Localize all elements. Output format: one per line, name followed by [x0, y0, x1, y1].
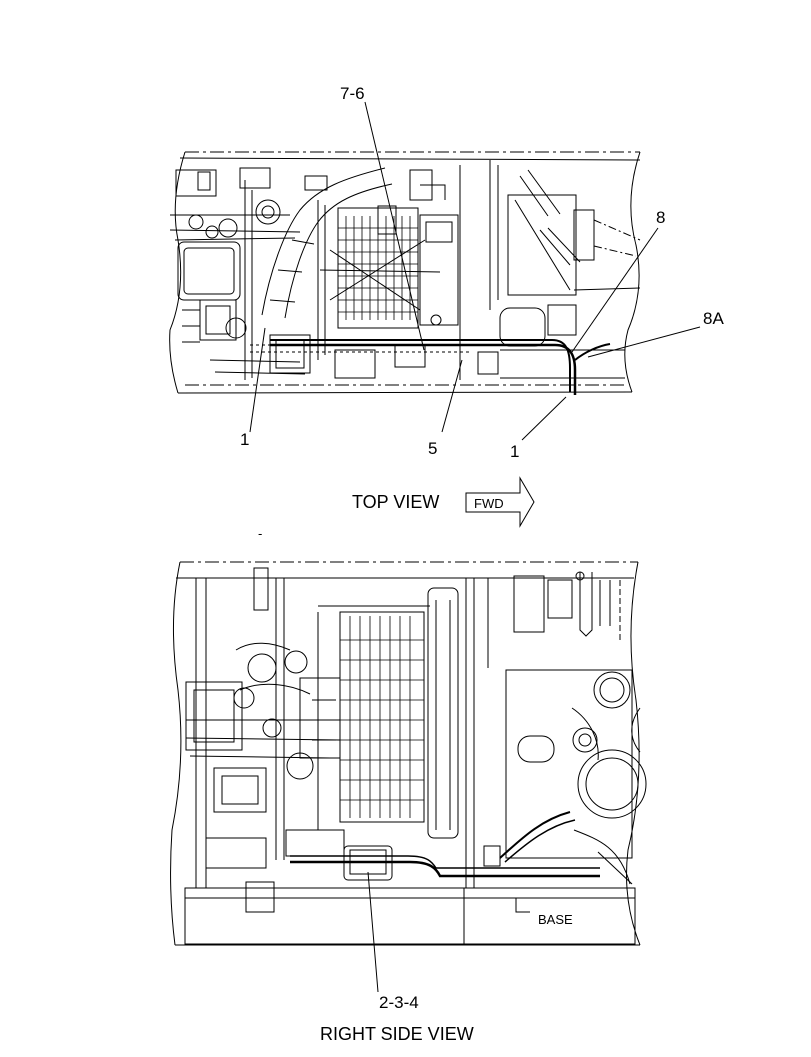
base-label: BASE: [538, 912, 573, 927]
stray-mark: -: [258, 526, 262, 541]
callout-5: 5: [428, 439, 437, 458]
callout-1-left: 1: [240, 430, 249, 449]
callout-7-6: 7-6: [340, 84, 365, 103]
right-side-view-drawing: [170, 561, 647, 946]
right-side-view-caption: RIGHT SIDE VIEW: [320, 1024, 474, 1044]
callout-8: 8: [656, 208, 665, 227]
callout-2-3-4: 2-3-4: [379, 993, 419, 1012]
side-view-leaders: [367, 851, 633, 993]
top-view-caption: TOP VIEW: [352, 492, 439, 512]
top-view-leaders: [249, 101, 701, 441]
fwd-arrow: [465, 476, 535, 528]
top-view-drawing: [169, 151, 641, 395]
callout-8a: 8A: [703, 309, 724, 328]
callout-1-right: 1: [510, 442, 519, 461]
fwd-label: FWD: [474, 496, 504, 511]
